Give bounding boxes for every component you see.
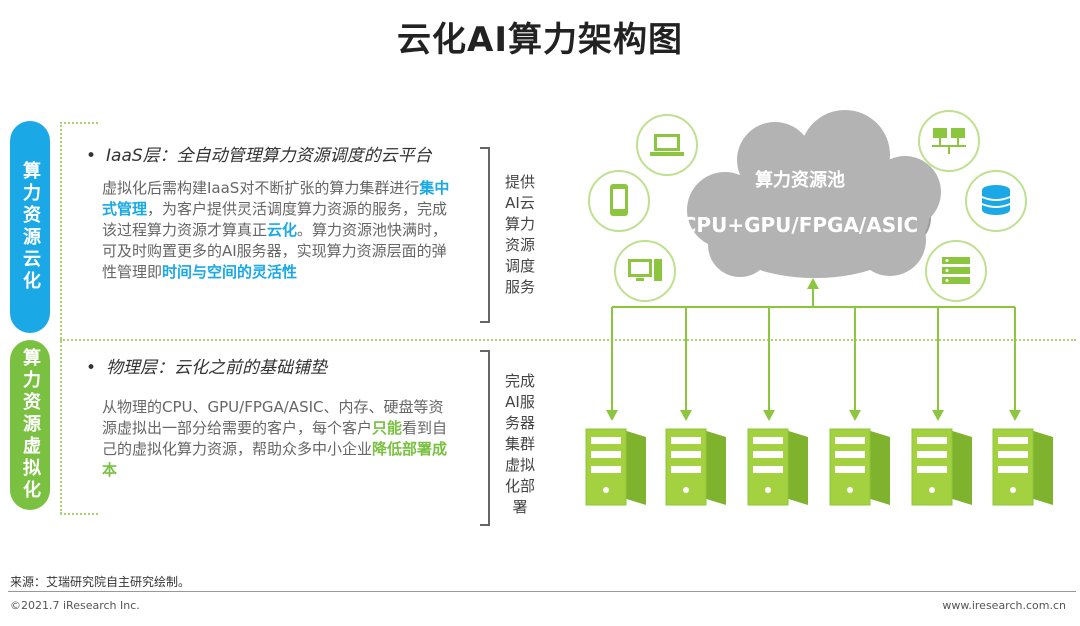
mobile-icon <box>588 170 650 232</box>
layer-divider <box>60 339 1076 341</box>
server-icon-2 <box>665 428 726 506</box>
physical-highlight-1: 只能 <box>372 419 403 437</box>
network-icon <box>918 110 980 172</box>
dotted-left-line <box>60 122 62 514</box>
iaas-text-1: 虚拟化后需构建IaaS对不断扩张的算力集群进行 <box>102 179 420 197</box>
cloud-layer-label: 算力资源云化 <box>10 121 50 333</box>
cloud-title: 算力资源池 <box>755 169 845 191</box>
dotted-top-line <box>60 122 98 124</box>
footer-divider <box>8 591 1076 592</box>
iaas-highlight-3: 时间与空间的灵活性 <box>162 263 298 281</box>
dotted-bottom-line <box>60 513 98 515</box>
copyright: ©2021.7 iResearch Inc. <box>10 599 140 612</box>
bullet: • <box>86 146 97 166</box>
physical-text-1: 从物理的CPU、GPU/FPGA/ASIC、内存、硬盘等资源虚拟出一部分给需要的… <box>102 398 444 437</box>
server-connectors <box>606 307 1021 421</box>
up-arrow <box>807 278 819 289</box>
server-icon-4 <box>829 428 890 506</box>
source-note: 来源：艾瑞研究院自主研究绘制。 <box>10 575 191 589</box>
physical-description: 从物理的CPU、GPU/FPGA/ASIC、内存、硬盘等资源虚拟出一部分给需要的… <box>102 397 452 481</box>
physical-heading-text: 物理层：云化之前的基础铺垫 <box>106 358 328 378</box>
cloud-subtitle: CPU+GPU/FPGA/ASIC <box>682 213 918 237</box>
server-stack-icon <box>925 240 987 302</box>
virtual-layer-label: 算力资源虚拟化 <box>10 340 50 510</box>
physical-bracket <box>480 350 490 526</box>
iaas-description: 虚拟化后需构建IaaS对不断扩张的算力集群进行集中式管理，为客户提供灵活调度算力… <box>102 178 452 283</box>
iaas-heading-text: IaaS层：全自动管理算力资源调度的云平台 <box>106 146 432 166</box>
website-link[interactable]: www.iresearch.com.cn <box>942 599 1066 612</box>
desktop-icon <box>614 240 676 302</box>
server-icon-5 <box>911 428 972 506</box>
iaas-text-2: ，为客户提供灵活调度算力资源的服务，完成该过程算力资源才算真正 <box>102 200 448 239</box>
architecture-diagram: 算力资源池 CPU+GPU/FPGA/ASIC <box>585 110 1053 506</box>
database-icon <box>965 170 1027 232</box>
laptop-icon <box>636 114 698 176</box>
page-title: 云化AI算力架构图 <box>397 20 683 60</box>
physical-highlight-2: 降低部署成本 <box>102 440 448 479</box>
physical-heading: • 物理层：云化之前的基础铺垫 <box>86 353 327 378</box>
server-icon-3 <box>747 428 808 506</box>
iaas-side-text: 提供AI云算力资源调度服务 <box>505 173 536 296</box>
resource-pool-cloud <box>687 110 941 278</box>
server-icon-1 <box>585 428 646 506</box>
physical-side-text: 完成AI服务器集群虚拟化部署 <box>505 372 536 516</box>
iaas-heading: • IaaS层：全自动管理算力资源调度的云平台 <box>86 141 432 166</box>
server-icon-6 <box>992 428 1053 506</box>
bullet: • <box>86 358 97 378</box>
iaas-highlight-2: 云化 <box>267 221 298 239</box>
iaas-text-3: 。算力资源池快满时，可及时购置更多的AI服务器，实现算力资源层面的弹性管理即 <box>102 221 448 281</box>
iaas-highlight-1: 集中式管理 <box>102 179 450 218</box>
physical-text-2: 看到自己的虚拟化算力资源，帮助众多中小企业 <box>102 419 448 458</box>
iaas-bracket <box>480 147 490 323</box>
